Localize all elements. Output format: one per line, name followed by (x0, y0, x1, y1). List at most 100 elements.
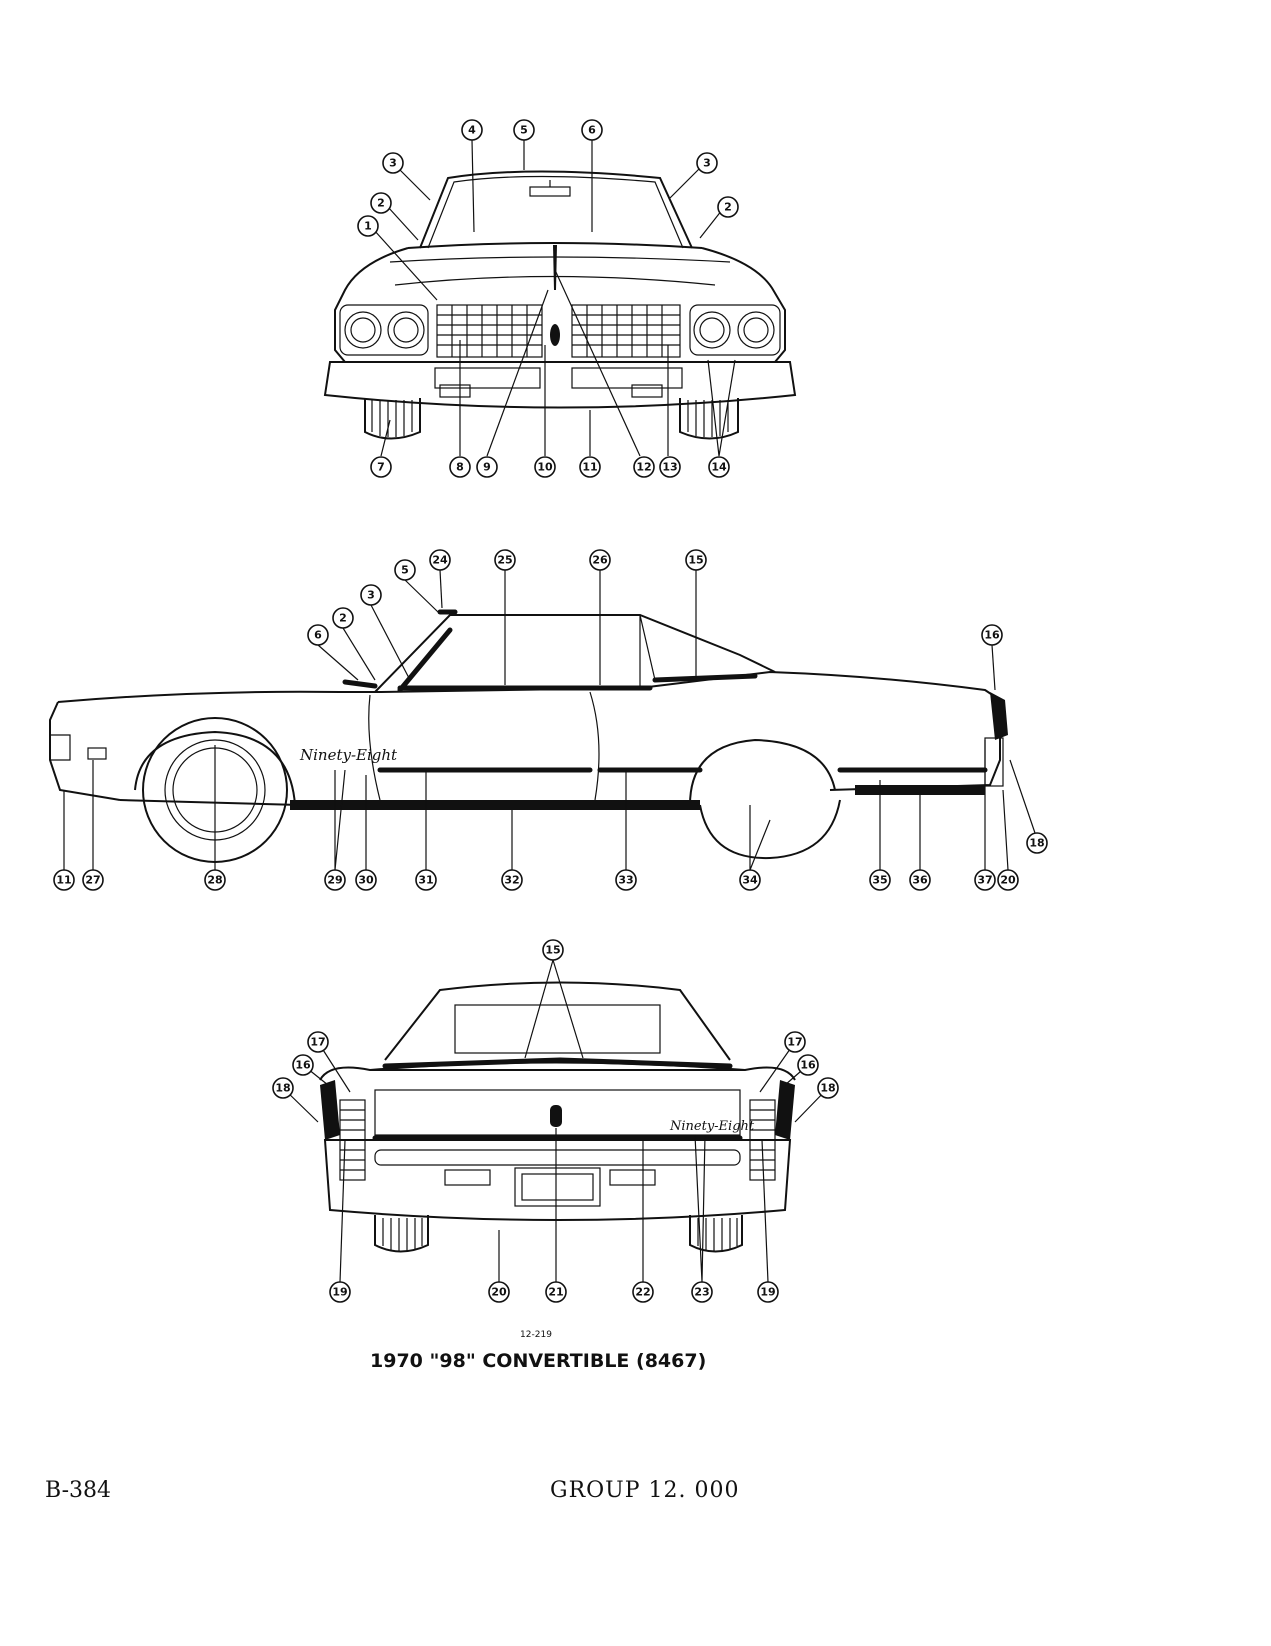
callout-rear-19-right: 19 (757, 1281, 779, 1303)
svg-text:16: 16 (984, 629, 1000, 642)
svg-text:23: 23 (694, 1286, 709, 1299)
rear-script-badge: Ninety-Eight (669, 1119, 755, 1134)
side-script-badge: Ninety-Eight (299, 746, 398, 764)
callout-side-36: 36 (909, 869, 931, 891)
svg-text:29: 29 (327, 874, 342, 887)
callout-side-28: 28 (204, 869, 226, 891)
side-callouts: 2 3 5 6 11 15 16 18 20 24 25 26 27 28 29… (53, 549, 1048, 891)
svg-text:6: 6 (314, 629, 322, 642)
svg-text:27: 27 (85, 874, 100, 887)
callout-side-2: 2 (332, 607, 354, 629)
svg-text:13: 13 (662, 461, 677, 474)
svg-text:35: 35 (872, 874, 887, 887)
callout-side-18: 18 (1026, 832, 1048, 854)
callout-side-11: 11 (53, 869, 75, 891)
svg-text:3: 3 (389, 157, 397, 170)
svg-text:36: 36 (912, 874, 928, 887)
svg-text:24: 24 (432, 554, 448, 567)
callout-front-2-right: 2 (717, 196, 739, 218)
callout-side-34: 34 (739, 869, 761, 891)
callout-rear-16-right: 16 (797, 1054, 819, 1076)
svg-text:14: 14 (711, 461, 727, 474)
rear-callouts: 15 16 16 17 17 18 18 19 19 20 21 22 23 (272, 939, 839, 1303)
callout-front-10: 10 (534, 456, 556, 478)
figure-number: 12-219 (520, 1330, 552, 1340)
svg-text:19: 19 (332, 1286, 347, 1299)
callout-front-6: 6 (581, 119, 603, 141)
callout-rear-19-left: 19 (329, 1281, 351, 1303)
callout-side-33: 33 (615, 869, 637, 891)
svg-text:34: 34 (742, 874, 758, 887)
svg-text:7: 7 (377, 461, 385, 474)
svg-text:16: 16 (800, 1059, 816, 1072)
callout-side-5: 5 (394, 559, 416, 581)
svg-text:28: 28 (207, 874, 222, 887)
rear-view: Ninety-Eight (282, 959, 829, 1283)
grille-right (571, 304, 681, 358)
svg-text:18: 18 (820, 1082, 835, 1095)
callout-front-11: 11 (579, 456, 601, 478)
svg-text:26: 26 (592, 554, 608, 567)
svg-text:22: 22 (635, 1286, 650, 1299)
callout-rear-17-right: 17 (784, 1031, 806, 1053)
callout-rear-22: 22 (632, 1281, 654, 1303)
callout-side-15: 15 (685, 549, 707, 571)
callout-side-29: 29 (324, 869, 346, 891)
group-label: GROUP 12. 000 (550, 1478, 740, 1503)
svg-text:1: 1 (364, 220, 372, 233)
callout-front-14: 14 (708, 456, 730, 478)
svg-text:25: 25 (497, 554, 512, 567)
svg-text:16: 16 (295, 1059, 311, 1072)
svg-text:17: 17 (787, 1036, 802, 1049)
grille-left (436, 304, 543, 358)
svg-text:11: 11 (56, 874, 71, 887)
svg-text:2: 2 (339, 612, 347, 625)
callout-side-30: 30 (355, 869, 377, 891)
callout-front-7: 7 (370, 456, 392, 478)
svg-text:17: 17 (310, 1036, 325, 1049)
callout-front-3-right: 3 (696, 152, 718, 174)
callout-side-16: 16 (981, 624, 1003, 646)
callout-rear-15: 15 (542, 939, 564, 961)
svg-text:5: 5 (401, 564, 409, 577)
callout-side-24: 24 (429, 549, 451, 571)
page-number: B-384 (45, 1478, 111, 1503)
svg-text:6: 6 (588, 124, 596, 137)
callout-front-1: 1 (357, 215, 379, 237)
svg-text:30: 30 (358, 874, 374, 887)
callout-rear-16-left: 16 (292, 1054, 314, 1076)
svg-text:31: 31 (418, 874, 433, 887)
callout-front-5: 5 (513, 119, 535, 141)
callout-side-6: 6 (307, 624, 329, 646)
front-view (323, 139, 797, 457)
svg-text:12: 12 (636, 461, 651, 474)
svg-text:3: 3 (367, 589, 375, 602)
callout-rear-18-right: 18 (817, 1077, 839, 1099)
svg-text:10: 10 (537, 461, 553, 474)
callout-side-31: 31 (415, 869, 437, 891)
callout-front-12: 12 (633, 456, 655, 478)
svg-text:3: 3 (703, 157, 711, 170)
callout-rear-23: 23 (691, 1281, 713, 1303)
callout-front-3-left: 3 (382, 152, 404, 174)
svg-text:15: 15 (545, 944, 560, 957)
callout-front-13: 13 (659, 456, 681, 478)
callout-side-20: 20 (997, 869, 1019, 891)
svg-text:19: 19 (760, 1286, 775, 1299)
svg-text:2: 2 (724, 201, 732, 214)
callout-side-26: 26 (589, 549, 611, 571)
side-view: Ninety-Eight (49, 569, 1036, 871)
svg-text:2: 2 (377, 197, 385, 210)
callout-front-9: 9 (476, 456, 498, 478)
callout-rear-17-left: 17 (307, 1031, 329, 1053)
svg-text:37: 37 (977, 874, 992, 887)
callout-side-3: 3 (360, 584, 382, 606)
callout-rear-20: 20 (488, 1281, 510, 1303)
callout-front-4: 4 (461, 119, 483, 141)
svg-text:20: 20 (1000, 874, 1016, 887)
svg-text:18: 18 (275, 1082, 290, 1095)
svg-text:9: 9 (483, 461, 491, 474)
svg-text:32: 32 (504, 874, 519, 887)
callout-side-32: 32 (501, 869, 523, 891)
